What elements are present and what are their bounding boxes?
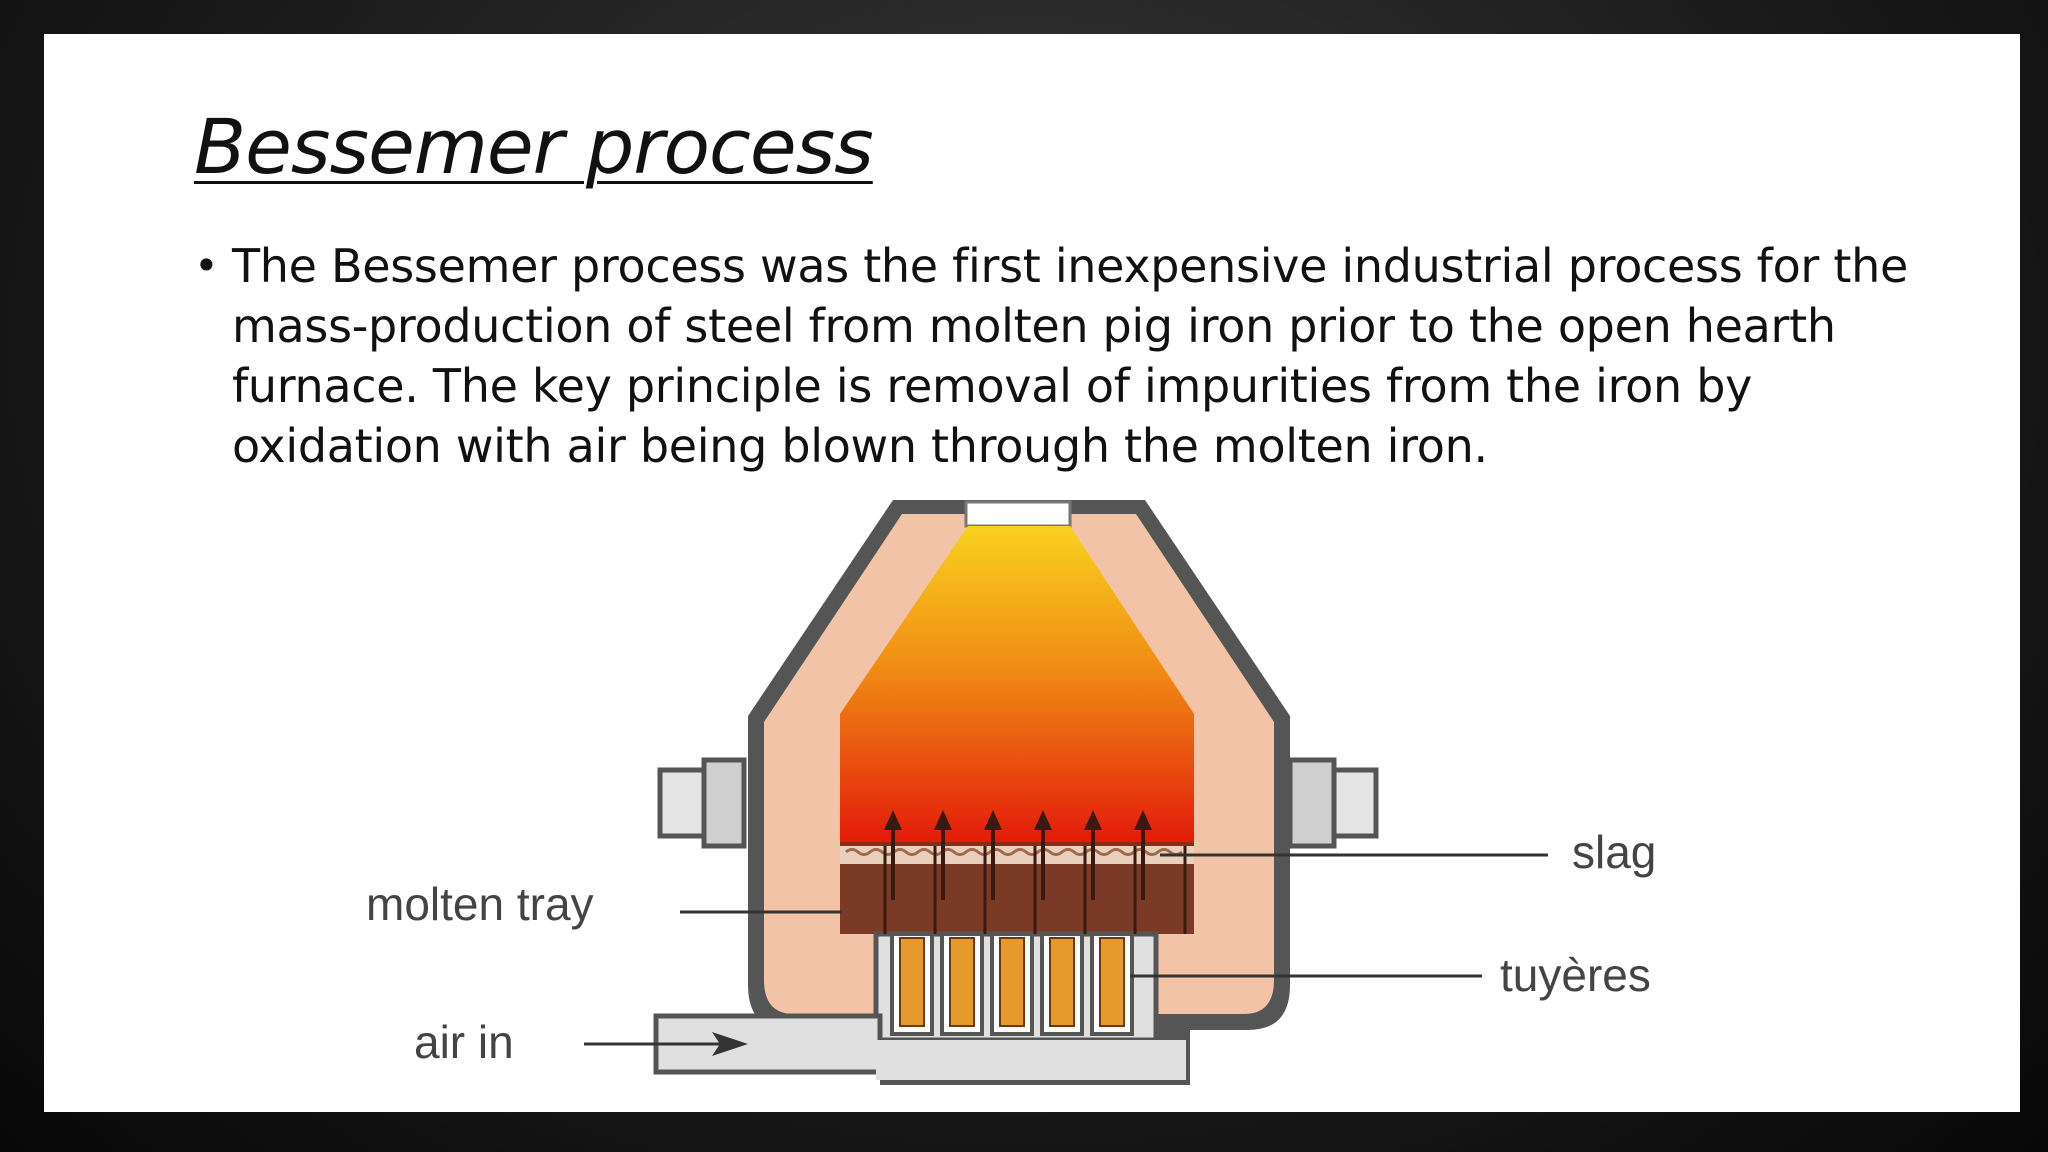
air-bubble-arrow xyxy=(934,810,952,900)
label-molten-tray: molten tray xyxy=(366,878,594,930)
bullet-text: The Bessemer process was the first inexp… xyxy=(232,239,1908,473)
tuyere xyxy=(1090,932,1134,1036)
converter-mouth xyxy=(964,500,1072,528)
label-air-in: air in xyxy=(414,1016,514,1068)
air-chamber xyxy=(876,1040,1186,1080)
bullet-item: • The Bessemer process was the first ine… xyxy=(194,236,1914,476)
label-slag: slag xyxy=(1572,826,1656,878)
flame-chamber xyxy=(840,526,1194,848)
molten-tray-dividers xyxy=(883,846,1187,934)
air-bubble-arrows xyxy=(884,810,1152,900)
tuyere xyxy=(990,932,1034,1036)
tuyere xyxy=(890,932,934,1036)
left-trunnion xyxy=(657,757,747,849)
tuyere xyxy=(1040,932,1084,1036)
air-bubble-arrow xyxy=(984,810,1002,900)
tuyere xyxy=(940,932,984,1036)
air-bubble-arrow xyxy=(884,810,902,900)
air-bubble-arrow xyxy=(1084,810,1102,900)
tuyeres-group xyxy=(890,932,1134,1036)
air-in-arrow xyxy=(584,1032,748,1056)
slag-layer xyxy=(840,842,1194,864)
bullet-dot: • xyxy=(194,241,219,290)
air-bubble-arrow xyxy=(1034,810,1052,900)
label-tuyeres: tuyères xyxy=(1500,949,1651,1001)
right-trunnion xyxy=(1287,757,1379,849)
slide-title: Bessemer process xyxy=(194,102,874,191)
air-bubble-arrow xyxy=(1134,810,1152,900)
